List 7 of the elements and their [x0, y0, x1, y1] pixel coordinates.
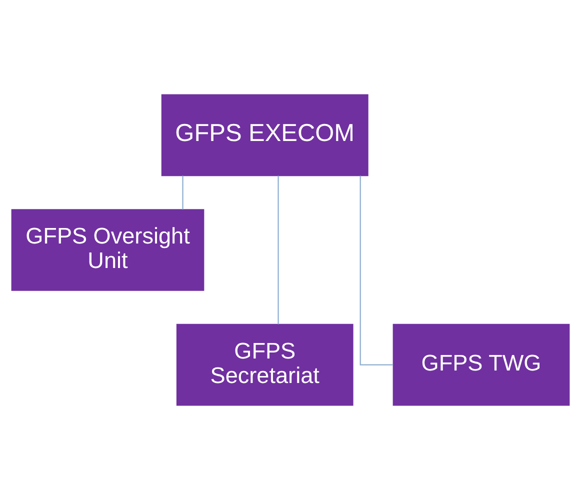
node-box: GFPS TWG: [392, 324, 570, 406]
connector: [360, 176, 394, 366]
connector: [278, 176, 279, 324]
node-box: GFPS EXECOM: [161, 94, 368, 176]
node-box: GFPS Secretariat: [176, 324, 354, 406]
connector: [182, 176, 184, 210]
node-box: GFPS Oversight Unit: [11, 209, 204, 291]
